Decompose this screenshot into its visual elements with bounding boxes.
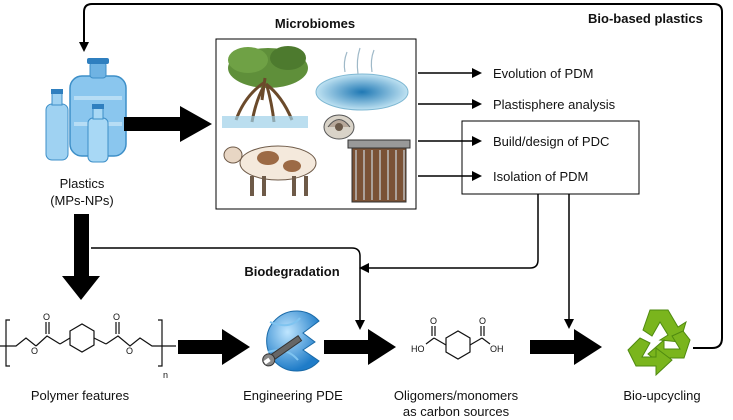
- bio-upcycling-label: Bio-upcycling: [623, 388, 700, 403]
- cow-icon: [223, 145, 317, 196]
- polymer-n-subscript: n: [163, 370, 168, 380]
- bio-based-loop-arrow: [79, 3, 723, 349]
- outcome-isolation-label: Isolation of PDM: [493, 169, 588, 184]
- arrow-plastics-to-oligomers: [91, 247, 365, 330]
- plastics-sublabel: (MPs-NPs): [50, 193, 114, 208]
- plastic-bottles-icon: [45, 58, 127, 163]
- arrow-plastics-to-polymer: [62, 214, 100, 300]
- recycle-icon: [627, 309, 691, 377]
- carbon-sources-label: as carbon sources: [403, 404, 510, 419]
- arrow-engineering-to-oligomers: [324, 329, 396, 365]
- polymer-o-3: O: [113, 312, 120, 322]
- polymer-o-4: O: [126, 346, 133, 356]
- monomer-oh: OH: [490, 344, 504, 354]
- pdc-pdm-box: [461, 120, 640, 195]
- outcome-plastisphere-label: Plastisphere analysis: [493, 97, 616, 112]
- mangrove-tree-icon: [222, 46, 308, 128]
- monomer-o-right: O: [479, 316, 486, 326]
- polymer-features-label: Polymer features: [31, 388, 130, 403]
- arrow-box-to-biodegradation: [359, 194, 539, 273]
- engineering-globe-icon: [262, 310, 320, 372]
- arrow-plastics-to-microbiomes: [124, 106, 212, 142]
- polymer-o-1: O: [43, 312, 50, 322]
- microbiomes-title: Microbiomes: [275, 16, 355, 31]
- outcome-evolution-label: Evolution of PDM: [493, 66, 593, 81]
- monomer-structure-icon: [425, 326, 491, 360]
- biodegradation-title: Biodegradation: [244, 264, 339, 279]
- monomer-ho: HO: [411, 344, 425, 354]
- hot-spring-icon: [315, 47, 409, 111]
- gut-microbe-icon: [323, 114, 355, 140]
- arrow-oligomers-to-upcycling: [530, 329, 602, 365]
- oligomers-label: Oligomers/monomers: [394, 388, 519, 403]
- monomer-o-left: O: [430, 316, 437, 326]
- compost-bin-icon: [347, 139, 411, 203]
- polymer-o-2: O: [31, 346, 38, 356]
- polymer-structure-icon: [0, 319, 176, 367]
- plastics-label: Plastics: [60, 176, 105, 191]
- arrow-polymer-to-engineering: [178, 329, 250, 365]
- bio-based-plastics-title: Bio-based plastics: [588, 11, 703, 26]
- outcome-build-pdc-label: Build/design of PDC: [493, 134, 609, 149]
- engineering-pde-label: Engineering PDE: [243, 388, 343, 403]
